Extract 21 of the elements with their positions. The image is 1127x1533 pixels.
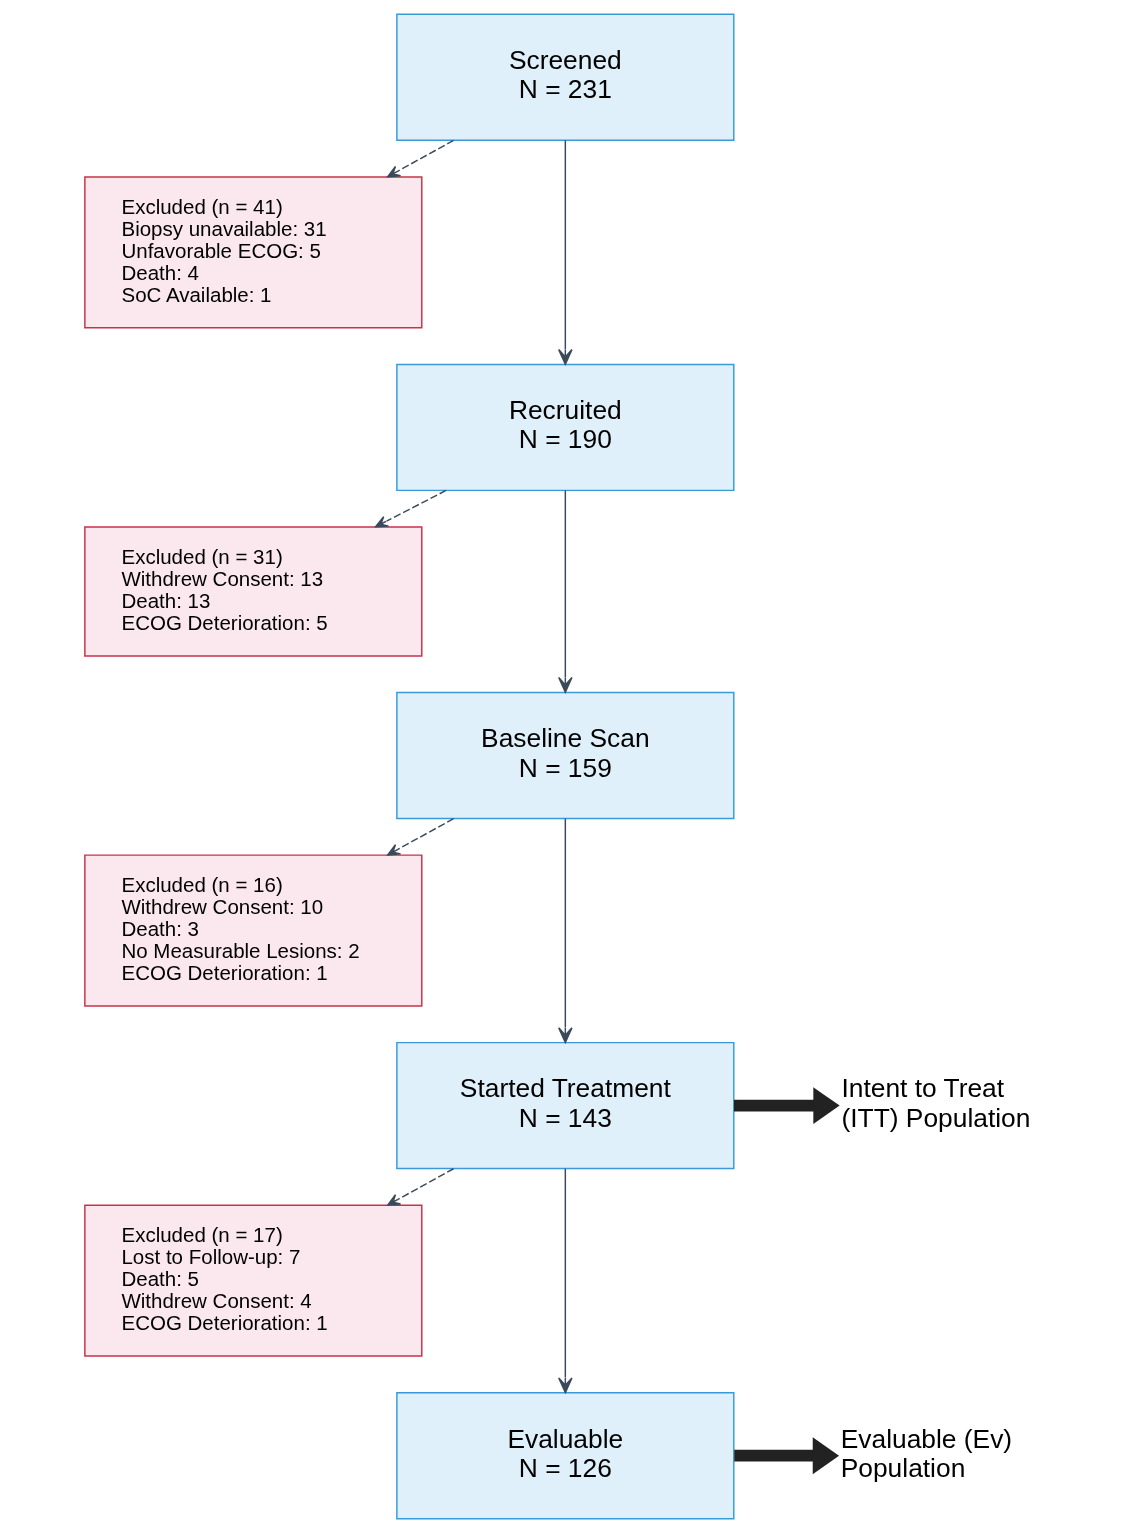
arrow <box>558 817 573 1044</box>
node-box: Baseline Scan N = 159 <box>396 691 735 820</box>
node-box: Evaluable N = 126 <box>396 1392 735 1520</box>
arrow <box>734 1087 840 1125</box>
arrow <box>374 489 447 528</box>
node-box: Started Treatment N = 143 <box>396 1041 735 1170</box>
node-box: Excluded (n = 16) Withdrew Consent: 10 Death: 3 No Measurable Lesions: 2 ECOG Deterioration: 1 <box>84 854 423 1007</box>
node-text: Intent to Treat (ITT) Population <box>841 1073 1031 1133</box>
arrow <box>387 817 455 856</box>
arrow <box>558 489 573 693</box>
arrow <box>734 1437 840 1475</box>
arrow <box>558 139 573 365</box>
arrow <box>558 1168 573 1394</box>
arrow <box>387 1168 455 1206</box>
node-box: Excluded (n = 17) Lost to Follow-up: 7 Death: 5 Withdrew Consent: 4 ECOG Deterioration: 1 <box>84 1204 423 1357</box>
node-text: Evaluable (Ev) Population <box>840 1423 1013 1483</box>
node-box: Recruited N = 190 <box>396 363 735 492</box>
node-box: Excluded (n = 41) Biopsy unavailable: 31 Unfavorable ECOG: 5 Death: 4 SoC Available: 1 <box>84 176 423 329</box>
arrow <box>387 139 455 178</box>
node-box: Excluded (n = 31) Withdrew Consent: 13 Death: 13 ECOG Deterioration: 5 <box>84 526 423 657</box>
node-box: Screened N = 231 <box>396 13 735 141</box>
